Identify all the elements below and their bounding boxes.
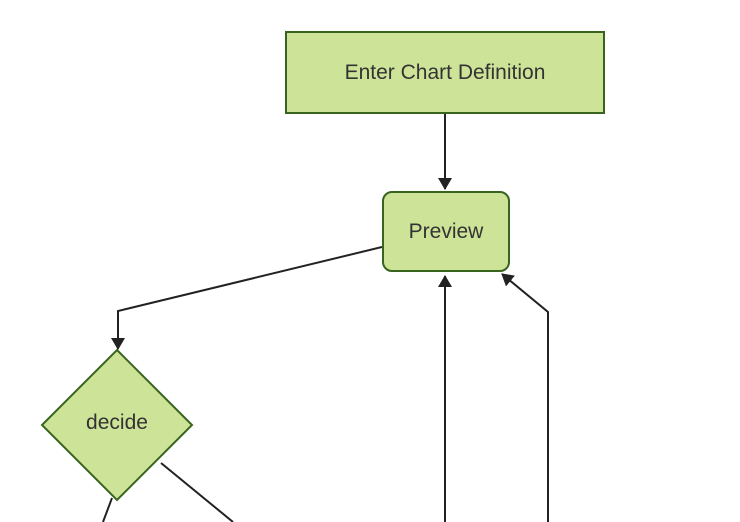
node-decide-label: decide (86, 411, 148, 434)
edge-decide-to-bottom-right (160, 462, 234, 522)
decide-diamond-shape (40, 348, 194, 502)
node-enter-chart-definition-label: Enter Chart Definition (344, 60, 546, 84)
node-enter-chart-definition: Enter Chart Definition (285, 31, 605, 114)
edge-preview-to-decide (111, 246, 383, 350)
node-preview: Preview (382, 191, 510, 272)
node-preview-label: Preview (408, 219, 484, 243)
edge-bottom-right-to-preview (501, 273, 549, 522)
edge-decide-to-bottom-left (102, 497, 113, 522)
